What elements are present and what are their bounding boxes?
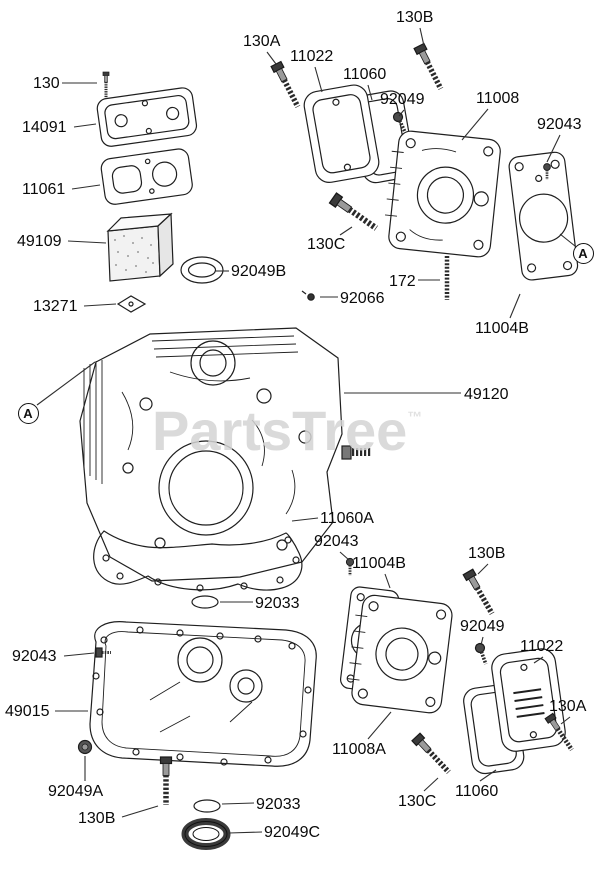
part-bolt-130c-top bbox=[330, 193, 380, 233]
watermark-tm: ™ bbox=[407, 409, 423, 426]
watermark-text: PartsTree bbox=[152, 399, 408, 462]
part-bolt-130b-top bbox=[414, 44, 446, 92]
part-oring-92049b bbox=[180, 256, 224, 284]
part-bolt-130a-top bbox=[271, 62, 303, 110]
part-pin-92066 bbox=[301, 290, 315, 301]
part-stud-92043-left bbox=[95, 647, 111, 658]
part-oring-92033-top bbox=[191, 595, 219, 609]
part-gasket-11004b-top bbox=[508, 151, 579, 281]
leader-line bbox=[367, 711, 392, 740]
part-element-49109 bbox=[106, 212, 174, 282]
leader-line bbox=[228, 831, 263, 834]
leader-line bbox=[419, 27, 425, 47]
part-head-11008 bbox=[384, 130, 501, 258]
part-bolt-130b-mid bbox=[463, 569, 497, 616]
leader-line bbox=[221, 802, 255, 805]
leader-line bbox=[533, 656, 544, 664]
part-cover-11022-top bbox=[303, 84, 380, 183]
part-bolt-130b-bottom-left bbox=[161, 757, 172, 805]
leader-line bbox=[121, 805, 159, 818]
leader-line bbox=[480, 636, 484, 646]
part-pin-13271 bbox=[116, 295, 147, 313]
leader-line bbox=[83, 303, 117, 307]
leader-line bbox=[266, 51, 277, 65]
leader-line bbox=[71, 184, 101, 190]
part-cover-11022-bottom bbox=[491, 648, 566, 752]
leader-line bbox=[67, 240, 107, 244]
leader-line bbox=[63, 652, 95, 657]
leader-line bbox=[339, 226, 353, 236]
part-plug-92049a bbox=[77, 739, 93, 755]
part-seal-92049c bbox=[181, 818, 231, 850]
leader-line bbox=[546, 134, 561, 163]
watermark: PartsTree™ bbox=[152, 398, 422, 463]
part-gasket-11060a bbox=[93, 530, 303, 592]
part-crankcase-49120 bbox=[79, 327, 372, 582]
leader-line bbox=[339, 551, 350, 561]
part-bolt-130 bbox=[101, 70, 111, 100]
leader-line bbox=[560, 716, 571, 725]
part-gasket-11061 bbox=[100, 148, 193, 205]
leader-line bbox=[384, 573, 391, 589]
part-cover-plate-14091 bbox=[96, 87, 198, 147]
part-screw-92049-bottom bbox=[472, 640, 492, 668]
leader-line bbox=[314, 66, 323, 93]
part-crankcase-cover-49015 bbox=[89, 621, 317, 767]
leader-line bbox=[477, 563, 489, 575]
leader-line bbox=[509, 293, 521, 319]
part-oring-92033-bottom bbox=[193, 799, 221, 813]
part-head-11008a bbox=[347, 594, 453, 714]
leader-line bbox=[461, 108, 489, 141]
leader-line bbox=[291, 517, 319, 522]
leader-line bbox=[423, 777, 439, 792]
leader-line bbox=[398, 109, 405, 117]
leader-line bbox=[479, 769, 497, 782]
part-stud-92043-mid bbox=[344, 556, 356, 578]
leader-line bbox=[36, 361, 96, 406]
part-breather-fitting bbox=[341, 445, 372, 460]
leader-line bbox=[367, 84, 373, 101]
part-bolt-130c-bottom bbox=[412, 733, 453, 776]
leader-line bbox=[73, 123, 97, 128]
